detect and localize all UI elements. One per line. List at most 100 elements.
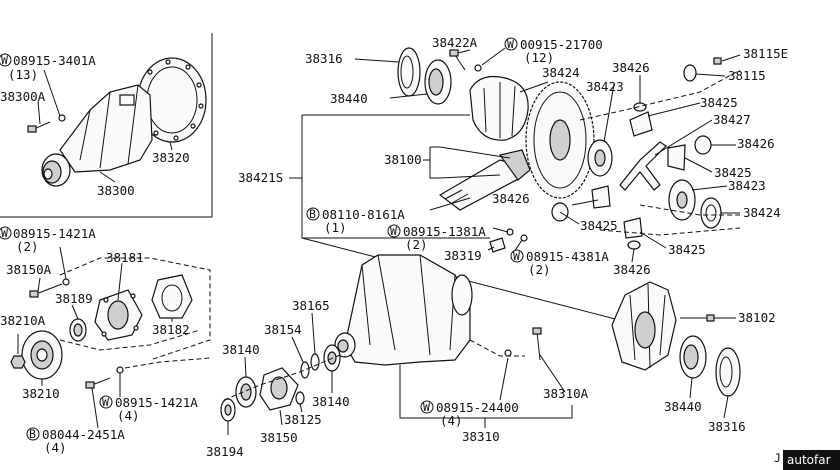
label-08915-1381A: 08915-1381A	[403, 224, 486, 239]
carrier-group-frame	[0, 33, 213, 218]
nut-38210A	[10, 355, 26, 369]
washer-08915-1421A-top	[62, 278, 70, 286]
label-38182: 38182	[152, 322, 190, 337]
label-q12: (12)	[524, 50, 554, 65]
label-38427: 38427	[713, 112, 751, 127]
label-38181: 38181	[106, 250, 144, 265]
label-08044-2451A: 08044-2451A	[42, 427, 125, 442]
pinion-mate-38425-top	[629, 111, 653, 137]
label-38150: 38150	[260, 430, 298, 445]
label-38300: 38300	[97, 183, 135, 198]
washer-08915-3401A	[58, 114, 66, 122]
stud-38310A	[532, 327, 542, 361]
thrust-washer-38426-right	[694, 135, 712, 155]
label-q4-c: (4)	[440, 413, 463, 428]
label-38115: 38115	[728, 68, 766, 83]
label-38426-d: 38426	[613, 262, 651, 277]
pinion-mate-38425-mid	[591, 185, 611, 209]
label-08915-1421A-a: 08915-1421A	[13, 226, 96, 241]
label-q4-b: (4)	[44, 440, 67, 455]
badge-w-2: W	[507, 37, 514, 51]
label-38194: 38194	[206, 444, 244, 459]
bearing-38115	[683, 64, 697, 82]
bearing-38316-top	[397, 47, 421, 97]
ring-gear-38100	[525, 81, 595, 199]
bolt-38150A	[29, 283, 63, 298]
label-38300A: 38300A	[0, 89, 46, 104]
label-38150A: 38150A	[6, 262, 52, 277]
label-38140-a: 38140	[222, 342, 260, 357]
label-38189: 38189	[55, 291, 93, 306]
lock-bolt-38319	[489, 228, 528, 253]
label-38125: 38125	[284, 412, 322, 427]
label-38425-d: 38425	[668, 242, 706, 257]
washer-00915-21700	[474, 64, 482, 72]
oil-seal-38189	[69, 318, 87, 342]
label-q4-a: (4)	[117, 408, 140, 423]
label-38316-top: 38316	[305, 51, 343, 66]
label-08915-24400: 08915-24400	[436, 400, 519, 415]
thrust-washer-38426-bottom	[627, 240, 641, 250]
label-38424-top: 38424	[542, 65, 580, 80]
front-cover-38150	[259, 367, 299, 411]
label-q2-a: (2)	[405, 237, 428, 252]
label-08915-4381A: 08915-4381A	[526, 249, 609, 264]
badge-w-7: W	[423, 400, 430, 414]
pinion-mate-38425-right	[667, 144, 686, 171]
label-38426-b: 38426	[737, 136, 775, 151]
bolt-08044-2451A	[85, 377, 111, 389]
label-38425-c: 38425	[580, 218, 618, 233]
label-08915-3401A: 08915-3401A	[13, 53, 96, 68]
washer-08915-24400	[504, 349, 512, 357]
gasket-38182	[151, 274, 193, 319]
spacer-38165	[310, 353, 320, 371]
label-38154: 38154	[264, 322, 302, 337]
side-gear-38423-right	[668, 179, 696, 221]
badge-b-2: B	[29, 427, 36, 441]
pinion-mate-38425-bottom	[623, 217, 643, 239]
label-38165: 38165	[292, 298, 330, 313]
bearing-38440-top	[424, 59, 452, 105]
oil-seal-38194	[220, 398, 236, 422]
label-38423-top: 38423	[586, 79, 624, 94]
diff-case-38424	[469, 75, 529, 141]
label-38426-c: 38426	[492, 191, 530, 206]
label-38440-b: 38440	[664, 399, 702, 414]
label-38320: 38320	[152, 150, 190, 165]
bearing-38440-bottom	[679, 335, 707, 379]
bearing-retainer-38181	[94, 289, 143, 341]
bearing-38316-bottom	[715, 347, 741, 397]
bolt-38102	[680, 314, 715, 322]
companion-flange-38210	[21, 330, 63, 380]
label-38425-a: 38425	[700, 95, 738, 110]
label-38423-b: 38423	[728, 178, 766, 193]
label-q2-c: (2)	[16, 239, 39, 254]
label-38425-b: 38425	[714, 165, 752, 180]
label-00915-21700: 00915-21700	[520, 37, 603, 52]
bolt-38300A	[27, 121, 51, 133]
label-38319: 38319	[444, 248, 482, 263]
carrier-assembly-38300	[41, 84, 153, 187]
washer-08915-1421A-bottom	[116, 366, 124, 374]
badge-w-3: W	[390, 224, 397, 238]
diff-case-38424-right	[700, 197, 722, 229]
label-38310: 38310	[462, 429, 500, 444]
badge-w-5: W	[1, 226, 8, 240]
label-q1: (1)	[324, 220, 347, 235]
badge-w-1: W	[1, 53, 8, 67]
diff-case-38102	[611, 281, 677, 371]
label-38424-b: 38424	[743, 205, 781, 220]
label-38426-top: 38426	[612, 60, 650, 75]
gear-carrier-38310	[334, 254, 473, 366]
badge-w-6: W	[102, 395, 109, 409]
label-38140-b: 38140	[312, 394, 350, 409]
pinion-shaft-38427	[619, 141, 667, 191]
label-38102: 38102	[738, 310, 776, 325]
gasket-38320	[137, 57, 207, 143]
label-38440-top: 38440	[330, 91, 368, 106]
watermark-text: autofar	[787, 453, 831, 467]
label-38210: 38210	[22, 386, 60, 401]
badge-b-1: B	[309, 207, 316, 221]
label-38310A: 38310A	[543, 386, 589, 401]
